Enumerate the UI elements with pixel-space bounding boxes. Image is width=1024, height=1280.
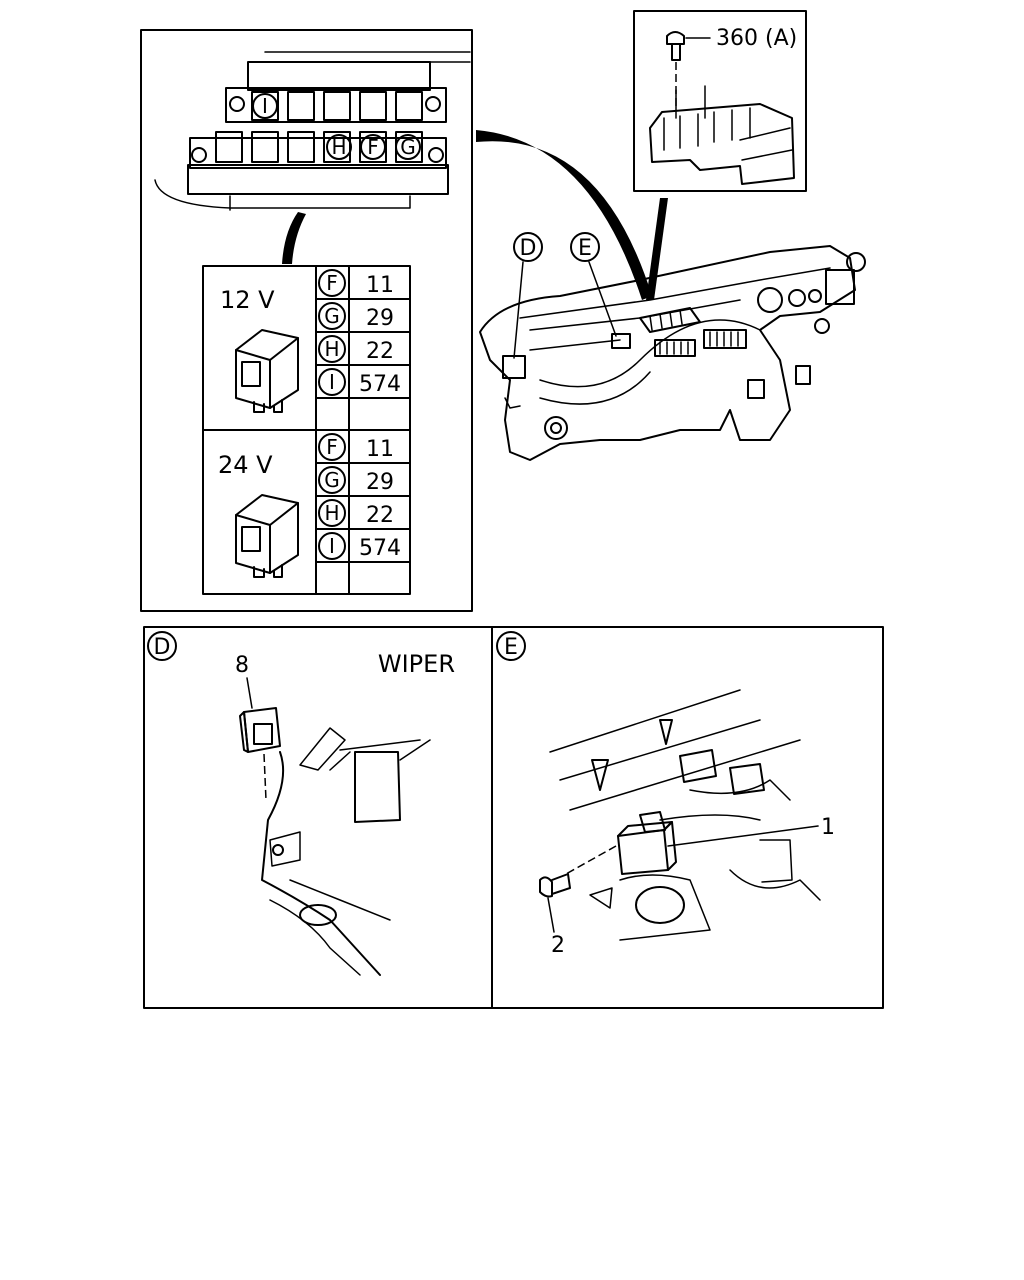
dashboard-illustration xyxy=(479,245,866,461)
svg-text:E: E xyxy=(504,635,518,660)
svg-text:574: 574 xyxy=(359,372,401,397)
callout-d: D xyxy=(513,232,543,359)
svg-text:29: 29 xyxy=(366,470,394,495)
svg-text:F: F xyxy=(326,435,338,459)
slot-label-i: I xyxy=(252,93,278,119)
relay-table xyxy=(202,265,411,595)
bolt-inset-frame xyxy=(633,10,807,192)
voltage-12v: 12 V xyxy=(220,286,275,314)
table-row: F 11 xyxy=(318,269,394,298)
relay-block-inset-illustration xyxy=(649,85,795,185)
svg-text:F: F xyxy=(367,135,379,159)
svg-text:G: G xyxy=(324,304,340,328)
pointer-arrow-block xyxy=(282,212,306,264)
table-row: I 574 xyxy=(318,368,401,397)
table-row: H 22 xyxy=(318,335,394,364)
voltage-24v: 24 V xyxy=(218,451,273,479)
detail-e-letter: E xyxy=(496,631,526,661)
svg-text:I: I xyxy=(329,534,335,558)
svg-text:574: 574 xyxy=(359,536,401,561)
slot-label-g: G xyxy=(395,134,421,160)
svg-text:I: I xyxy=(262,94,268,118)
part-label-360a: 360 (A) xyxy=(716,26,797,51)
relay-e-icon xyxy=(565,821,677,875)
detail-d-title: WIPER xyxy=(378,650,455,678)
svg-text:22: 22 xyxy=(366,339,394,364)
svg-text:G: G xyxy=(324,468,340,492)
part-label-8: 8 xyxy=(235,653,249,678)
bolt-icon xyxy=(666,31,711,110)
part-label-1: 1 xyxy=(821,815,835,840)
relay-panel-frame xyxy=(140,29,473,612)
callout-e: E xyxy=(570,232,617,337)
slot-label-h: H xyxy=(326,134,352,160)
svg-text:F: F xyxy=(326,271,338,295)
wiper-relay-icon xyxy=(239,707,281,801)
table-row: G 29 xyxy=(318,466,394,495)
svg-text:H: H xyxy=(324,337,339,361)
detail-e-frame xyxy=(491,626,884,1009)
svg-text:H: H xyxy=(331,135,346,159)
svg-text:I: I xyxy=(329,370,335,394)
table-row: I 574 xyxy=(318,532,401,561)
pointer-arrow-inset xyxy=(646,198,668,300)
svg-text:22: 22 xyxy=(366,503,394,528)
svg-text:11: 11 xyxy=(366,273,394,298)
svg-text:D: D xyxy=(154,635,171,660)
part-label-2: 2 xyxy=(551,933,565,958)
leader-line xyxy=(667,825,819,847)
slot-label-f: F xyxy=(360,134,386,160)
detail-d-frame xyxy=(143,626,493,1009)
svg-text:E: E xyxy=(578,236,592,261)
leader-line xyxy=(547,897,555,933)
pointer-arrow-main xyxy=(476,130,652,300)
relay-mount-illustration xyxy=(549,689,821,941)
svg-text:G: G xyxy=(400,135,416,159)
table-row: H 22 xyxy=(318,499,394,528)
relay-icon-12v xyxy=(235,329,299,413)
svg-text:29: 29 xyxy=(366,306,394,331)
table-row: G 29 xyxy=(318,302,394,331)
relay-block-illustration xyxy=(154,51,471,211)
leader-line xyxy=(246,677,253,709)
table-row: F 11 xyxy=(318,433,394,462)
screw-icon xyxy=(539,873,571,898)
wiper-mount-illustration xyxy=(261,727,431,976)
detail-d-letter: D xyxy=(147,631,177,661)
svg-text:D: D xyxy=(520,236,537,261)
svg-text:H: H xyxy=(324,501,339,525)
svg-text:11: 11 xyxy=(366,437,394,462)
relay-icon-24v xyxy=(235,494,299,578)
